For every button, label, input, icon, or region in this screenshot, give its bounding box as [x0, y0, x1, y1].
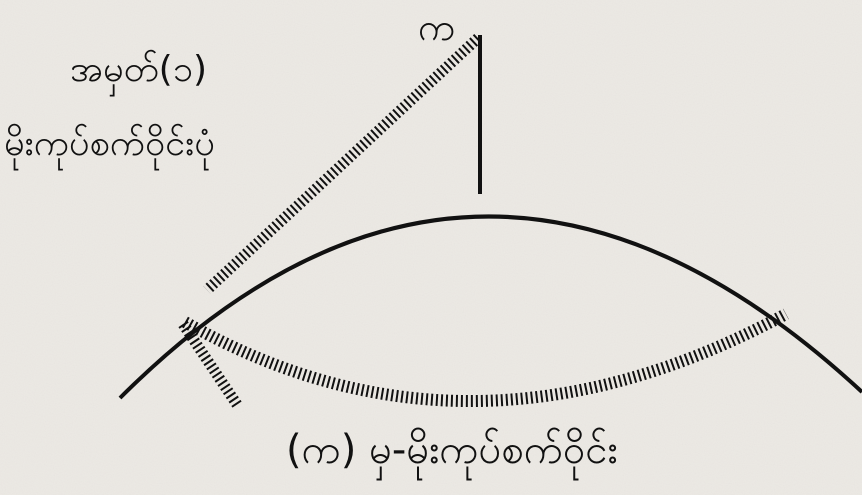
figure-number-label: အမှတ်(၁) [70, 49, 208, 90]
figure-title-label: မိုးကုပ်စက်ဝိုင်းပုံ [4, 123, 215, 164]
sight-line-extension-dashed [178, 320, 243, 410]
horizon-circle-dashed-arc [182, 308, 789, 407]
earth-surface-arc [118, 214, 862, 400]
horizon-caption: (က) မှ-မိုးကုပ်စက်ဝိုင်း [286, 427, 618, 473]
sight-line-dashed [203, 33, 482, 295]
observer-point-label: က [418, 5, 456, 49]
